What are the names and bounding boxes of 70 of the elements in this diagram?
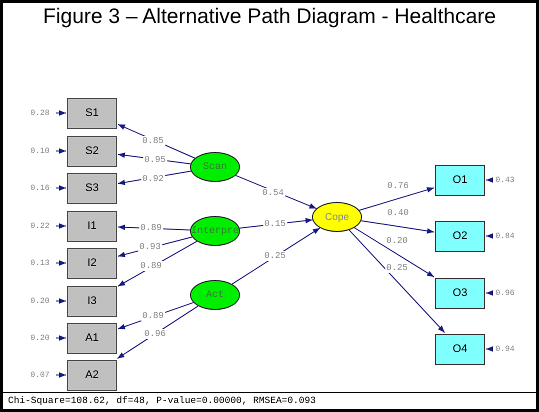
error-variance-value: 0.16: [25, 182, 55, 194]
error-variance-value: 0.13: [25, 257, 55, 269]
observed-variable-box: I1: [67, 210, 117, 242]
edge-label: 0.89: [141, 311, 165, 321]
latent-variable-ellipse: Interpre: [190, 216, 240, 246]
edge-label: 0.89: [139, 261, 163, 271]
edge-label: 0.89: [139, 223, 163, 233]
arrow: [486, 177, 493, 183]
observed-variable-box: S1: [67, 98, 117, 128]
edge-label: 0.15: [263, 219, 287, 229]
edge-label: 0.76: [386, 181, 410, 191]
arrow: [118, 240, 198, 287]
observed-variable-box: A1: [67, 322, 117, 354]
fit-statistics-note: Chi-Square=108.62, df=48, P-value=0.00000, RMSEA=0.093: [8, 395, 316, 406]
error-variance-value: 0.94: [490, 343, 520, 355]
arrow: [118, 170, 192, 186]
arrow: [360, 220, 434, 234]
edge-label: 0.96: [143, 329, 167, 339]
arrow: [56, 148, 66, 154]
edge-label: 0.85: [141, 136, 165, 146]
arrow: [56, 298, 66, 304]
latent-variable-ellipse: Act: [190, 280, 240, 310]
observed-variable-box: S2: [67, 136, 117, 166]
title: Figure 3 – Alternative Path Diagram - Healthcare: [42, 5, 497, 29]
error-variance-value: 0.28: [25, 107, 55, 119]
edge-label: 0.25: [263, 251, 287, 261]
arrow: [118, 124, 196, 159]
error-variance-value: 0.20: [25, 295, 55, 307]
latent-variable-ellipse: Scan: [190, 152, 240, 182]
arrow: [486, 233, 493, 239]
edge-label: 0.92: [141, 174, 165, 184]
edge-label: 0.40: [386, 208, 410, 218]
observed-variable-box: O1: [435, 164, 485, 196]
observed-variable-box: O3: [435, 278, 485, 308]
arrow: [56, 185, 66, 191]
arrow: [232, 227, 320, 285]
arrow: [358, 187, 434, 211]
observed-variable-box: S3: [67, 172, 117, 204]
error-variance-value: 0.84: [490, 230, 520, 242]
error-variance-value: 0.20: [25, 332, 55, 344]
arrow: [486, 290, 493, 296]
arrow: [354, 227, 434, 278]
arrow: [56, 110, 66, 116]
edge-label: 0.93: [138, 242, 162, 252]
arrow: [239, 218, 313, 229]
edge-label: 0.20: [385, 236, 409, 246]
observed-variable-box: O4: [435, 334, 485, 364]
error-variance-value: 0.22: [25, 220, 55, 232]
arrow: [56, 372, 66, 378]
edge-label: 0.54: [261, 188, 285, 198]
edge-label: 0.25: [385, 263, 409, 273]
arrow: [56, 223, 66, 229]
error-variance-value: 0.10: [25, 145, 55, 157]
arrow: [118, 236, 193, 258]
observed-variable-box: O2: [435, 220, 485, 252]
observed-variable-box: I3: [67, 286, 117, 316]
arrow: [348, 230, 446, 333]
error-variance-value: 0.07: [25, 369, 55, 381]
arrow: [56, 335, 66, 341]
error-variance-value: 0.96: [490, 287, 520, 299]
observed-variable-box: A2: [67, 360, 117, 390]
arrow: [118, 302, 194, 330]
arrow: [116, 306, 199, 359]
arrow: [235, 174, 317, 210]
latent-variable-ellipse: Cope: [312, 202, 362, 232]
edge-label: 0.95: [143, 155, 167, 165]
arrow: [486, 346, 493, 352]
arrow: [56, 260, 66, 266]
error-variance-value: 0.43: [490, 174, 520, 186]
observed-variable-box: I2: [67, 248, 117, 278]
